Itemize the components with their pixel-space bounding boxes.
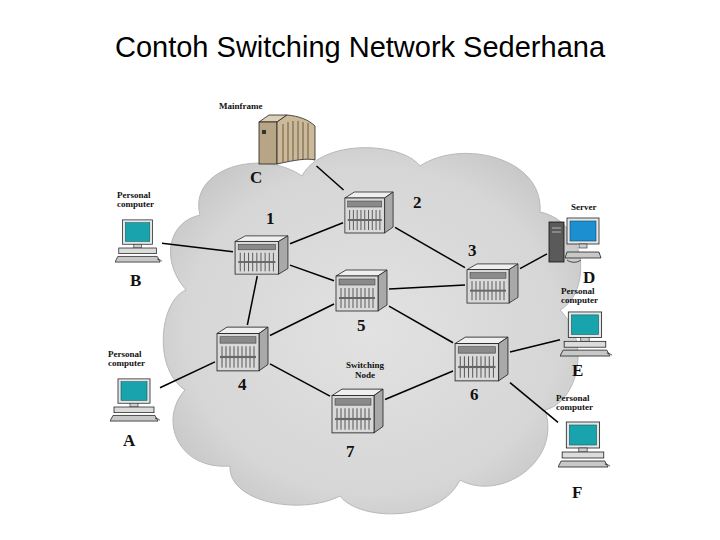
server-icon xyxy=(549,218,601,262)
switching-node: 3 xyxy=(465,262,520,305)
device-letter: B xyxy=(130,272,141,289)
device-node: Personal computerE xyxy=(560,310,612,357)
switching-node: 7 xyxy=(330,387,385,435)
device-name: Personal computer xyxy=(556,394,608,413)
switch-icon xyxy=(217,327,268,371)
network-cloud xyxy=(163,148,580,514)
node-number: 1 xyxy=(266,210,275,227)
network-link xyxy=(510,340,560,352)
device-name: Mainframe xyxy=(219,102,279,111)
device-letter: C xyxy=(250,169,262,186)
node-number: 5 xyxy=(357,317,366,334)
network-link xyxy=(160,362,215,388)
computer-icon xyxy=(560,312,612,356)
node-number: 7 xyxy=(346,443,355,460)
node-number: 4 xyxy=(238,376,247,393)
switching-node: 2 xyxy=(343,190,395,235)
device-name: Personal computer xyxy=(561,287,613,306)
network-link xyxy=(162,243,233,251)
network-link xyxy=(316,166,343,190)
switch-icon xyxy=(336,270,387,311)
node-number: 3 xyxy=(468,242,477,259)
node-number: 6 xyxy=(470,386,479,403)
network-link xyxy=(520,254,547,269)
network-link xyxy=(389,285,465,289)
switching-node: 6 xyxy=(453,335,510,383)
switch-icon xyxy=(455,337,508,381)
switching-node: 4 xyxy=(215,325,270,373)
device-node: MainframeC xyxy=(255,112,317,166)
network-link xyxy=(290,223,343,244)
part-label: Switching Node xyxy=(337,361,393,381)
node-number: 2 xyxy=(413,194,422,211)
device-name: Server xyxy=(571,203,611,212)
device-name: Personal computer xyxy=(108,350,160,369)
computer-icon xyxy=(110,379,160,421)
switching-node: 1 xyxy=(233,234,290,276)
device-node: Personal computerF xyxy=(558,420,610,468)
device-letter: D xyxy=(583,269,595,286)
network-link xyxy=(270,364,330,396)
network-link xyxy=(510,383,558,423)
switch-icon xyxy=(467,264,518,303)
network-link xyxy=(389,306,453,343)
switching-node: 5 xyxy=(334,268,389,313)
switch-icon xyxy=(345,192,393,233)
network-link xyxy=(247,276,257,325)
network-link xyxy=(395,227,465,267)
network-link xyxy=(385,371,453,400)
device-letter: E xyxy=(572,362,583,379)
mainframe-icon xyxy=(259,115,315,164)
computer-icon xyxy=(115,220,162,262)
network-link xyxy=(290,265,334,281)
slide-title: Contoh Switching Network Sederhana xyxy=(0,32,720,64)
computer-icon xyxy=(558,422,610,467)
device-letter: F xyxy=(572,484,582,501)
device-node: Personal computerB xyxy=(115,218,162,263)
network-link xyxy=(270,304,334,335)
device-letter: A xyxy=(123,432,135,449)
device-name: Personal computer xyxy=(117,191,169,210)
device-node: Personal computerA xyxy=(110,377,160,422)
device-node: ServerD xyxy=(547,214,602,264)
switch-icon xyxy=(235,236,288,274)
switch-icon xyxy=(332,389,383,433)
